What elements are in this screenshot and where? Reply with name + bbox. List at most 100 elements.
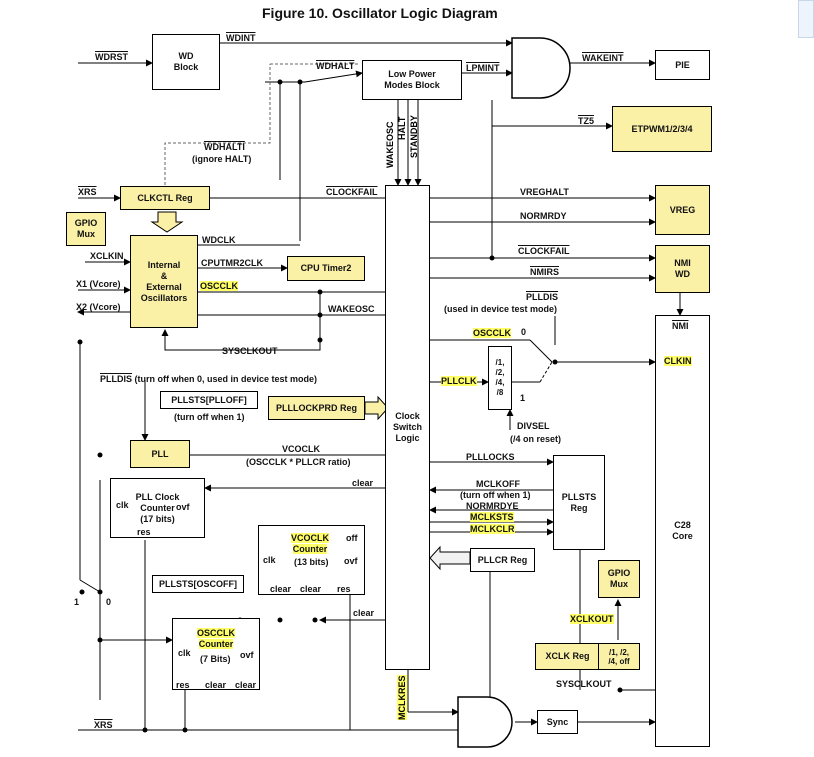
plllockprd-reg: PLLLOCKPRD Reg [268, 396, 365, 420]
label-vcoclk: VCOCLK [282, 444, 320, 454]
label-xrs-top: XRS [78, 187, 97, 197]
label-plldis-right: PLLDIS [526, 292, 559, 302]
label-test-mode: (used in device test mode) [444, 304, 558, 314]
nmi-wd-block: NMI WD [655, 245, 710, 293]
label-wdint: WDINT [226, 33, 256, 43]
wd-block: WD Block [152, 34, 220, 90]
label-sysclkout-right: SYSCLKOUT [556, 679, 612, 689]
junction-dot [317, 337, 323, 343]
low-power-modes-block: Low Power Modes Block [362, 60, 462, 100]
label-nmirs: NMIRS [530, 267, 559, 277]
junction-dot [142, 727, 148, 733]
label-clkin: CLKIN [664, 356, 692, 366]
label-ovf-pll: ovf [176, 502, 190, 512]
label-mclkres: MCLKRES [397, 675, 407, 720]
label-wakeint: WAKEINT [582, 53, 624, 63]
label-wdclk: WDCLK [202, 235, 236, 245]
pllcr-reg: PLLCR Reg [470, 548, 535, 572]
label-turn-off-when-1b: (turn off when 1) [460, 490, 531, 500]
label-sysclkout-left: SYSCLKOUT [222, 346, 278, 356]
label-wdhalti: WDHALTI [204, 142, 245, 152]
junction-dot [489, 255, 495, 261]
wire-wdhalti-dashed [164, 64, 271, 185]
label-mclkoff: MCLKOFF [476, 479, 520, 489]
junction-dot [97, 637, 103, 643]
junction-dot [552, 359, 558, 365]
label-lpmint: LPMINT [466, 63, 500, 73]
junction-dot [317, 312, 323, 318]
vreg-block: VREG [655, 185, 710, 235]
label-pllclk: PLLCLK [441, 376, 477, 386]
label-clear-2: clear [353, 608, 375, 618]
mux-switch-dashed [539, 361, 553, 383]
cpu-timer2-block: CPU Timer2 [287, 256, 365, 281]
pllcr-arrow [429, 545, 471, 571]
oscclk-counter-name: OSCCLK Counter [197, 628, 235, 649]
pllsts-plloff-reg: PLLSTS[PLLOFF] [160, 391, 258, 409]
junction-dot [617, 687, 623, 693]
label-one: 1 [520, 393, 526, 403]
junction-dot [182, 727, 188, 733]
pll-block: PLL [130, 440, 190, 468]
junction-dot [97, 589, 103, 595]
junction-dot [277, 79, 283, 85]
label-xclkout: XCLKOUT [570, 614, 614, 624]
c28-core-block: C28 Core [655, 315, 710, 747]
label-res-vco: res [337, 584, 351, 594]
label-nmi: NMI [672, 321, 689, 331]
label-clear-osc: clear [205, 680, 227, 690]
label-plldis-note: PLLDIS (turn off when 0, used in device … [100, 374, 318, 384]
xclk-divider: /1, /2, /4, off [598, 643, 640, 670]
label-clear-vco: clear [270, 584, 292, 594]
label-halt-vertical: HALT [397, 116, 407, 140]
label-off-vco: off [346, 533, 358, 543]
gpio-mux-left: GPIO Mux [66, 212, 106, 246]
label-clear-1: clear [352, 478, 374, 488]
label-clk-vco: clk [263, 555, 276, 565]
pllsts-reg: PLLSTS Reg [553, 455, 605, 550]
junction-dot [312, 617, 318, 623]
junction-dot [317, 289, 323, 295]
vcoclk-counter-name: VCOCLK Counter [291, 533, 329, 554]
label-xrs-bottom: XRS [94, 720, 113, 730]
vcoclk-counter-bits: (13 bits) [294, 557, 329, 567]
mux-switch-arm [529, 339, 553, 363]
junction-dot [77, 339, 83, 345]
label-wakeosc-vertical: WAKEOSC [385, 121, 395, 168]
clkctl-to-osc-arrow [150, 211, 184, 233]
xclk-reg: XCLK Reg [535, 643, 600, 670]
oscillators-block: Internal & External Oscillators [130, 235, 198, 328]
label-normrdye: NORMRDYE [466, 501, 519, 511]
divider-block: /1, /2, /4, /8 [488, 346, 512, 410]
wire-sysclkout-left [161, 292, 321, 351]
label-x2: X2 (Vcore) [76, 302, 121, 312]
and-gate-mclkres [457, 696, 513, 748]
and-gate-wakeint [511, 37, 571, 99]
label-divsel: DIVSEL [517, 421, 550, 431]
clock-switch-logic: Clock Switch Logic [385, 185, 430, 670]
label-oscclk-left: OSCCLK [200, 281, 238, 291]
label-clockfail-right: CLOCKFAIL [518, 246, 570, 256]
junction-dot [297, 79, 303, 85]
label-mclksts: MCLKSTS [470, 512, 514, 522]
label-oscclk-mid: OSCCLK [473, 328, 511, 338]
junction-dot [277, 617, 283, 623]
oscclk-counter-bits: (7 Bits) [200, 654, 231, 664]
label-turn-off-when-1: (turn off when 1) [174, 412, 245, 422]
left-switch [79, 579, 101, 593]
gpio-mux-right: GPIO Mux [598, 560, 640, 598]
plllockprd-arrow [364, 395, 389, 421]
clkctl-reg: CLKCTL Reg [120, 186, 210, 210]
label-res-osc: res [176, 680, 190, 690]
label-ovf-vco: ovf [344, 556, 358, 566]
pie-block: PIE [655, 50, 710, 80]
label-cputmr2clk: CPUTMR2CLK [201, 258, 263, 268]
label-zero: 0 [521, 327, 527, 337]
label-ovf-osc: ovf [240, 650, 254, 660]
label-clear-vco2: clear [300, 584, 322, 594]
label-clk-pll: clk [116, 500, 129, 510]
label-switch-zero: 0 [106, 597, 112, 607]
label-plllocks: PLLLOCKS [466, 452, 515, 462]
pll-clock-counter: PLL Clock Counter (17 bits) [110, 478, 205, 538]
